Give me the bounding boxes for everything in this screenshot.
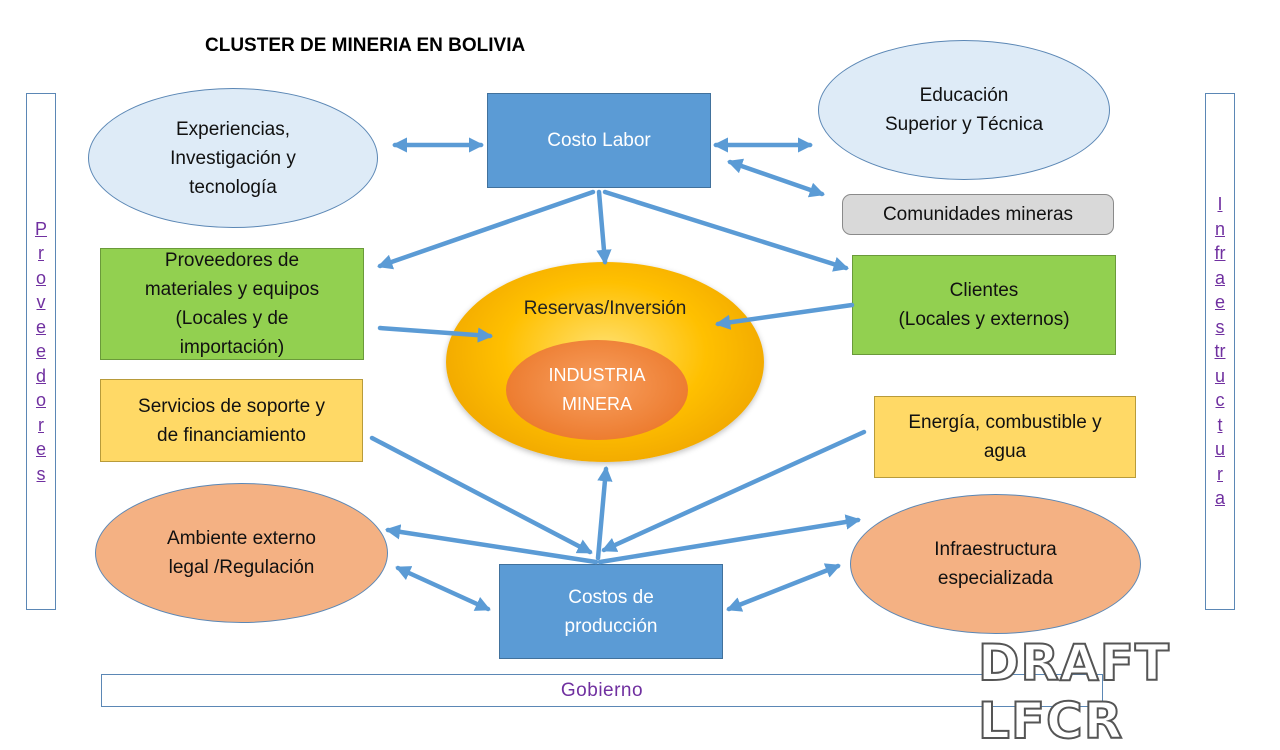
arrow-produccion-ambiente <box>384 524 599 565</box>
comunidades-mineras-box: Comunidades mineras <box>842 194 1114 235</box>
ambiente-externo-ellipse: Ambiente externo legal /Regulación <box>95 483 388 623</box>
gobierno-bar: Gobierno <box>101 674 1103 707</box>
proveedores-side-label: Proveedores <box>35 218 48 484</box>
experiencias-ellipse: Experiencias, Investigación y tecnología <box>88 88 378 228</box>
arrow-costolabor-reservas <box>596 189 612 266</box>
arrow-costolabor-clientes <box>602 189 849 272</box>
arrow-costolabor-comunidades <box>727 158 825 198</box>
diagram-title: CLUSTER DE MINERIA EN BOLIVIA <box>205 35 526 56</box>
arrow-ambiente-produccion <box>395 565 491 612</box>
arrow-produccion-reservas <box>595 465 613 561</box>
infraestructura-side-bar: Infraestructura <box>1205 93 1235 610</box>
servicios-soporte-box: Servicios de soporte y de financiamiento <box>100 379 363 462</box>
arrow-energia-produccion <box>601 429 867 553</box>
proveedores-side-bar: Proveedores <box>26 93 56 610</box>
connector-arrows <box>369 137 867 612</box>
reservas-inversion-label: Reservas/Inversión <box>523 298 687 319</box>
arrow-servicios-produccion <box>369 435 593 555</box>
arrow-costolabor-proveedores <box>377 189 596 270</box>
costo-labor-box: Costo Labor <box>487 93 711 188</box>
infraestructura-side-label: Infraestructura <box>1214 194 1226 509</box>
proveedores-materiales-box: Proveedores de materiales y equipos (Loc… <box>100 248 364 360</box>
arrow-produccion-infraestructura-lower <box>726 563 841 612</box>
arrow-produccion-infraestructura <box>597 514 862 565</box>
costos-produccion-box: Costos de producción <box>499 564 723 659</box>
clientes-box: Clientes (Locales y externos) <box>852 255 1116 355</box>
arrow-proveedores-reservas <box>377 325 494 343</box>
energia-box: Energía, combustible y agua <box>874 396 1136 478</box>
draft-watermark: DRAFT LFCR <box>977 633 1170 750</box>
industria-minera-ellipse: INDUSTRIA MINERA <box>506 340 688 440</box>
infraestructura-especializada-ellipse: Infraestructura especializada <box>850 494 1141 634</box>
educacion-ellipse: Educación Superior y Técnica <box>818 40 1110 180</box>
arrow-clientes-reservas <box>714 302 855 330</box>
